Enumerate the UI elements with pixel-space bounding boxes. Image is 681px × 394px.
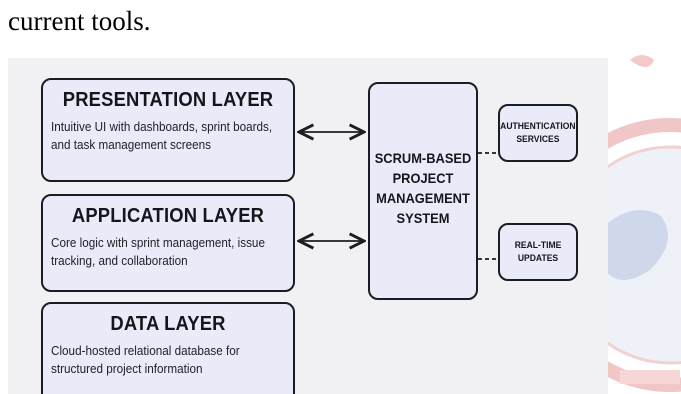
connectors <box>8 58 498 260</box>
authentication-services-label: AUTHENTICATION SERVICES <box>500 121 576 145</box>
realtime-updates-box: REAL-TIME UPDATES <box>498 223 578 281</box>
application-layer-description: Core logic with sprint management, issue… <box>51 235 265 268</box>
presentation-layer-description: Intuitive UI with dashboards, sprint boa… <box>51 119 273 152</box>
presentation-layer-title: PRESENTATION LAYER <box>62 89 274 111</box>
data-layer-description: Cloud-hosted relational database for str… <box>51 343 240 376</box>
realtime-updates-label: REAL-TIME UPDATES <box>514 240 562 264</box>
presentation-layer-box: PRESENTATION LAYER Intuitive UI with das… <box>41 78 295 182</box>
architecture-diagram: PRESENTATION LAYER Intuitive UI with das… <box>8 58 608 394</box>
lead-text: current tools. <box>8 6 151 36</box>
application-layer-box: APPLICATION LAYER Core logic with sprint… <box>41 194 295 292</box>
data-layer-title: DATA LAYER <box>110 313 226 335</box>
scrum-system-title: SCRUM-BASED PROJECT MANAGEMENT SYSTEM <box>374 150 472 226</box>
authentication-services-box: AUTHENTICATION SERVICES <box>498 104 578 162</box>
application-layer-title: APPLICATION LAYER <box>71 205 265 227</box>
scrum-system-box: SCRUM-BASED PROJECT MANAGEMENT SYSTEM <box>368 82 478 300</box>
data-layer-box: DATA LAYER Cloud-hosted relational datab… <box>41 302 295 394</box>
